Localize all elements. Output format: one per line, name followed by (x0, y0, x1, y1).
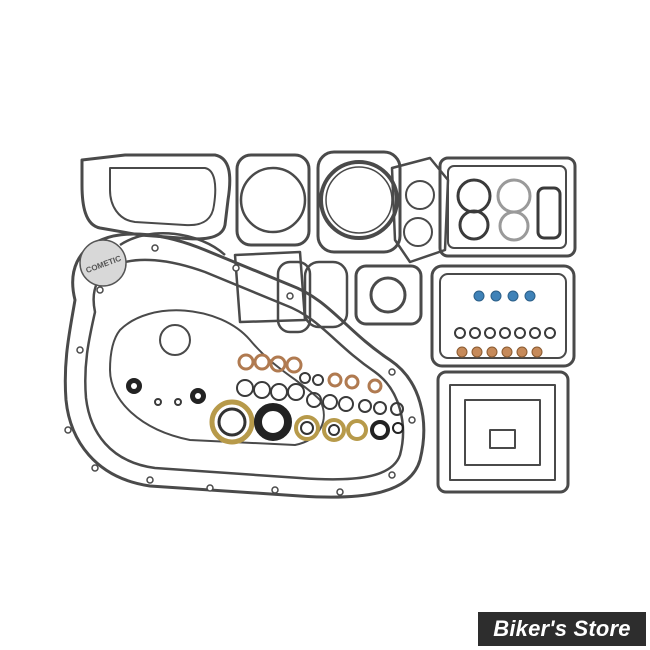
cam-cover-gasket-inner (109, 167, 217, 227)
bikers-store-watermark: Biker's Store (478, 612, 646, 646)
primary-cover-gasket (63, 232, 426, 499)
cam-cover-gasket (80, 153, 232, 241)
oil-seals (209, 399, 404, 445)
oil-pump-gasket (354, 264, 423, 326)
cometic-logo-disk: COMETIC (79, 239, 127, 287)
rocker-box-gasket (430, 264, 576, 368)
tappet-cover-gasket-2 (276, 260, 312, 334)
tappet-cover-gasket (303, 260, 349, 329)
cylinder-head-gasket-1-bore (319, 160, 399, 240)
small-cover-gasket (119, 232, 226, 256)
lifter-gasket (233, 250, 307, 324)
inner-primary-gasket (109, 309, 325, 446)
cylinder-base-gasket-1-bore (239, 166, 307, 234)
clutch-cover-oring (159, 324, 191, 356)
cylinder-head-gasket-1 (316, 150, 402, 254)
rocker-cover-gasket (438, 156, 577, 258)
primary-cover-gasket-inner (84, 258, 405, 481)
rocker-support-gasket (436, 370, 570, 494)
rocker-gasket-stack (390, 156, 450, 264)
cylinder-base-gasket-1 (235, 153, 311, 247)
